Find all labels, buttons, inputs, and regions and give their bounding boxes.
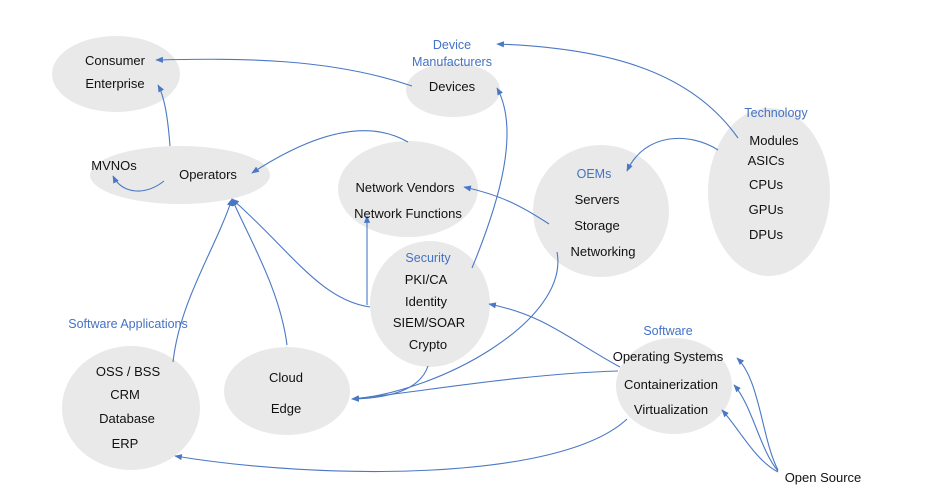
nodes bbox=[52, 36, 830, 470]
label-identity: Identity bbox=[405, 294, 447, 309]
label-cpus: CPUs bbox=[749, 177, 783, 192]
label-dpus: DPUs bbox=[749, 227, 783, 242]
edge-software-to-security bbox=[488, 302, 621, 368]
connectors bbox=[112, 41, 779, 473]
edge-operators-to-consumer bbox=[157, 84, 171, 147]
label-network-functions: Network Functions bbox=[354, 206, 462, 221]
label-asics: ASICs bbox=[748, 153, 785, 168]
label-virtualization: Virtualization bbox=[634, 402, 708, 417]
node-operators bbox=[90, 146, 270, 204]
node-consumer bbox=[52, 36, 180, 112]
label-erp: ERP bbox=[112, 436, 139, 451]
security-title: Security bbox=[405, 251, 451, 265]
label-network-vendors: Network Vendors bbox=[356, 180, 455, 195]
label-enterprise: Enterprise bbox=[85, 76, 144, 91]
edge-software-apps-to-operators bbox=[172, 198, 233, 363]
node-software bbox=[616, 338, 732, 434]
node-cloud bbox=[224, 347, 350, 435]
device-manufacturers-title-line1: Device bbox=[433, 38, 471, 52]
label-modules: Modules bbox=[749, 133, 799, 148]
label-servers: Servers bbox=[575, 192, 620, 207]
edge-security-to-devices bbox=[471, 87, 508, 269]
edge-open-source-to-operating-systems bbox=[736, 357, 779, 471]
label-mvnos: MVNOs bbox=[91, 158, 137, 173]
label-crypto: Crypto bbox=[409, 337, 447, 352]
edge-open-source-to-virtualization bbox=[721, 409, 779, 473]
edge-operators-to-mvnos bbox=[112, 175, 165, 192]
edge-technology-to-oems bbox=[626, 137, 719, 172]
label-siem-soar: SIEM/SOAR bbox=[393, 315, 465, 330]
label-operating-systems: Operating Systems bbox=[613, 349, 724, 364]
node-technology bbox=[708, 108, 830, 276]
label-database: Database bbox=[99, 411, 155, 426]
edge-cloud-to-operators bbox=[231, 198, 288, 346]
edge-oems-to-edge bbox=[351, 251, 559, 402]
node-network-vendors bbox=[338, 141, 478, 237]
device-manufacturers-title-line2: Manufacturers bbox=[412, 55, 492, 69]
edge-security-to-edge bbox=[351, 365, 429, 402]
label-open-source: Open Source bbox=[785, 470, 862, 485]
label-oss-bss: OSS / BSS bbox=[96, 364, 161, 379]
node-security bbox=[370, 241, 490, 367]
label-pki-ca: PKI/CA bbox=[405, 272, 448, 287]
edge-technology-to-devices bbox=[496, 41, 739, 139]
edge-software-to-edge bbox=[351, 370, 619, 402]
node-devices bbox=[406, 63, 500, 117]
edge-open-source-to-containerization bbox=[733, 384, 779, 472]
software-title: Software bbox=[643, 324, 692, 338]
label-containerization: Containerization bbox=[624, 377, 718, 392]
labels: Consumer Enterprise Device Manufacturers… bbox=[68, 38, 861, 485]
software-applications-title: Software Applications bbox=[68, 317, 188, 331]
label-storage: Storage bbox=[574, 218, 620, 233]
label-edge: Edge bbox=[271, 401, 301, 416]
technology-title: Technology bbox=[744, 106, 808, 120]
label-devices: Devices bbox=[429, 79, 476, 94]
edge-network-vendors-to-operators bbox=[251, 130, 409, 174]
label-crm: CRM bbox=[110, 387, 140, 402]
label-consumer: Consumer bbox=[85, 53, 146, 68]
label-networking: Networking bbox=[570, 244, 635, 259]
edge-security-to-operators bbox=[231, 198, 371, 308]
node-oems bbox=[533, 145, 669, 277]
node-software-applications bbox=[62, 346, 200, 470]
label-operators: Operators bbox=[179, 167, 237, 182]
edge-oems-to-network-vendors bbox=[463, 185, 550, 225]
label-gpus: GPUs bbox=[749, 202, 784, 217]
edge-devices-to-consumer bbox=[155, 56, 413, 87]
edge-software-to-software-apps bbox=[174, 418, 628, 473]
label-cloud: Cloud bbox=[269, 370, 303, 385]
oems-title: OEMs bbox=[577, 167, 612, 181]
